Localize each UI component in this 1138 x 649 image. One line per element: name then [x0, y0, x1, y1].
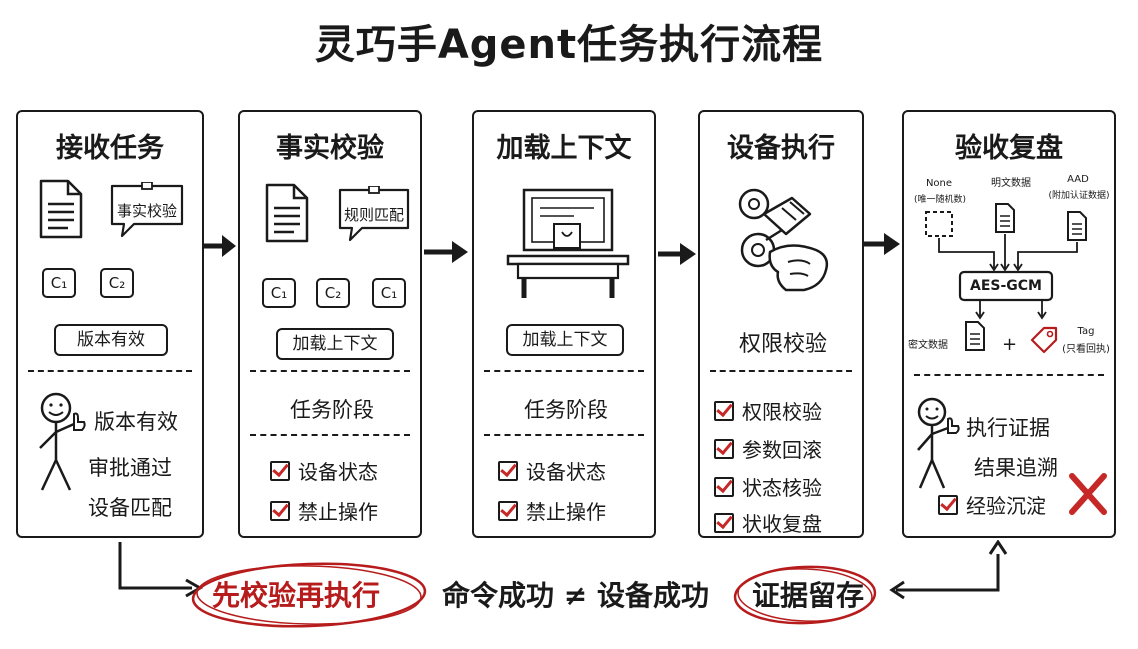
document-icon — [265, 183, 309, 243]
panel-load-context: 加载上下文 加载上下文 任务阶段 设备状态 禁止操作 — [472, 110, 656, 538]
panel-acceptance-review: 验收复盘 None (唯一随机数) 明文数据 AAD (附加认证数据) AES-… — [902, 110, 1116, 538]
version-valid-pill: 版本有效 — [54, 324, 168, 356]
evidence-line-2: 结果追溯 — [974, 456, 1058, 480]
load-context-pill: 加载上下文 — [506, 324, 624, 356]
tag-sub: (只看回执) — [1062, 344, 1110, 355]
tag-c1: C₁ — [372, 278, 406, 308]
checklist-item: 禁止操作 — [270, 496, 378, 525]
panel-divider — [250, 434, 410, 436]
panel-divider — [710, 370, 852, 372]
crypto-flow-icon — [925, 203, 1087, 354]
panel-divider — [484, 434, 644, 436]
bottom-right-connector-icon — [889, 540, 1008, 600]
evidence-line-2: 审批通过 — [88, 456, 172, 480]
stick-figure-icon — [917, 397, 960, 489]
cipher-label: AES-GCM — [970, 278, 1042, 294]
checkbox-icon — [270, 461, 290, 481]
checklist-item: 设备状态 — [270, 456, 378, 485]
evidence-line-1: 执行证据 — [966, 416, 1050, 440]
input-none-sub: (唯一随机数) — [913, 195, 967, 205]
flow-arrow-icon — [204, 235, 236, 257]
checklist-item: 状态核验 — [714, 472, 822, 501]
workstation-icon — [506, 188, 630, 298]
panel-device-execute: 设备执行 权限校验 权限校验 参数回滚 状态核验 状收复盘 — [698, 110, 864, 538]
evidence-retention-label: 证据留存 — [752, 579, 865, 612]
plus-sign: + — [1002, 334, 1018, 355]
input-none-label: None — [925, 178, 953, 189]
panel-title: 接收任务 — [56, 133, 164, 164]
panel-title: 加载上下文 — [496, 133, 632, 164]
input-plain-label: 明文数据 — [991, 178, 1031, 189]
red-ellipse-icon — [733, 565, 877, 625]
tag-c2: C₂ — [316, 278, 350, 308]
checklist-item: 禁止操作 — [498, 496, 606, 525]
flow-arrow-icon — [424, 241, 468, 263]
section-label: 任务阶段 — [524, 398, 608, 422]
checklist-item: 经验沉淀 — [938, 490, 1046, 519]
checkbox-icon — [498, 501, 518, 521]
checklist-item: 设备状态 — [498, 456, 606, 485]
evidence-line-3: 设备匹配 — [88, 496, 172, 520]
bubble-label: 事实校验 — [116, 202, 177, 220]
input-aad-sub: (附加认证数据) — [1048, 191, 1110, 201]
panel-receive-task: 接收任务 事实校验 C₁ C₂ 版本有效 版本有效 审批通过 设备匹配 — [16, 110, 204, 538]
checklist-item: 参数回滚 — [714, 434, 822, 463]
input-aad-label: AAD — [1067, 174, 1089, 185]
stick-figure-icon — [39, 392, 86, 491]
panel-title: 事实校验 — [276, 133, 384, 164]
panel-divider — [914, 374, 1104, 376]
checkbox-icon — [714, 477, 734, 497]
command-vs-device-label: 命令成功 ≠ 设备成功 — [442, 579, 709, 612]
panel-title: 验收复盘 — [955, 133, 1063, 164]
checklist-item: 状收复盘 — [714, 508, 822, 537]
tag-c1: C₁ — [42, 268, 76, 298]
panel-divider — [28, 370, 192, 372]
checkbox-icon — [270, 501, 290, 521]
page-title: 灵巧手Agent任务执行流程 — [314, 22, 824, 68]
tag-label: Tag — [1077, 326, 1095, 337]
speech-bubble-icon — [338, 186, 410, 242]
checkbox-icon — [714, 513, 734, 533]
flow-arrow-icon — [864, 233, 900, 255]
panel-divider — [484, 370, 644, 372]
tag-c1: C₁ — [262, 278, 296, 308]
checklist-item: 权限校验 — [714, 396, 822, 425]
speech-bubble-icon — [110, 182, 184, 238]
document-icon — [39, 179, 83, 239]
tag-c2: C₂ — [100, 268, 134, 298]
checkbox-icon — [498, 461, 518, 481]
section-label: 任务阶段 — [290, 398, 374, 422]
ciphertext-label: 密文数据 — [908, 340, 948, 351]
permission-check-label: 权限校验 — [738, 332, 827, 357]
panel-title: 设备执行 — [727, 133, 835, 164]
red-cross-icon — [1069, 473, 1107, 515]
bubble-label: 规则匹配 — [343, 206, 404, 224]
panel-fact-check: 事实校验 规则匹配 C₁ C₂ C₁ 加载上下文 任务阶段 设备状态 禁止操作 — [238, 110, 422, 538]
verify-first-label: 先校验再执行 — [212, 579, 381, 612]
checkbox-icon — [714, 401, 734, 421]
checkbox-icon — [938, 495, 958, 515]
checkbox-icon — [714, 439, 734, 459]
panel-divider — [250, 370, 410, 372]
robot-hand-icon — [738, 188, 829, 292]
evidence-line-1: 版本有效 — [94, 410, 178, 434]
flow-arrow-icon — [658, 243, 696, 265]
load-context-pill: 加载上下文 — [276, 328, 394, 360]
red-ellipse-icon — [191, 562, 427, 628]
